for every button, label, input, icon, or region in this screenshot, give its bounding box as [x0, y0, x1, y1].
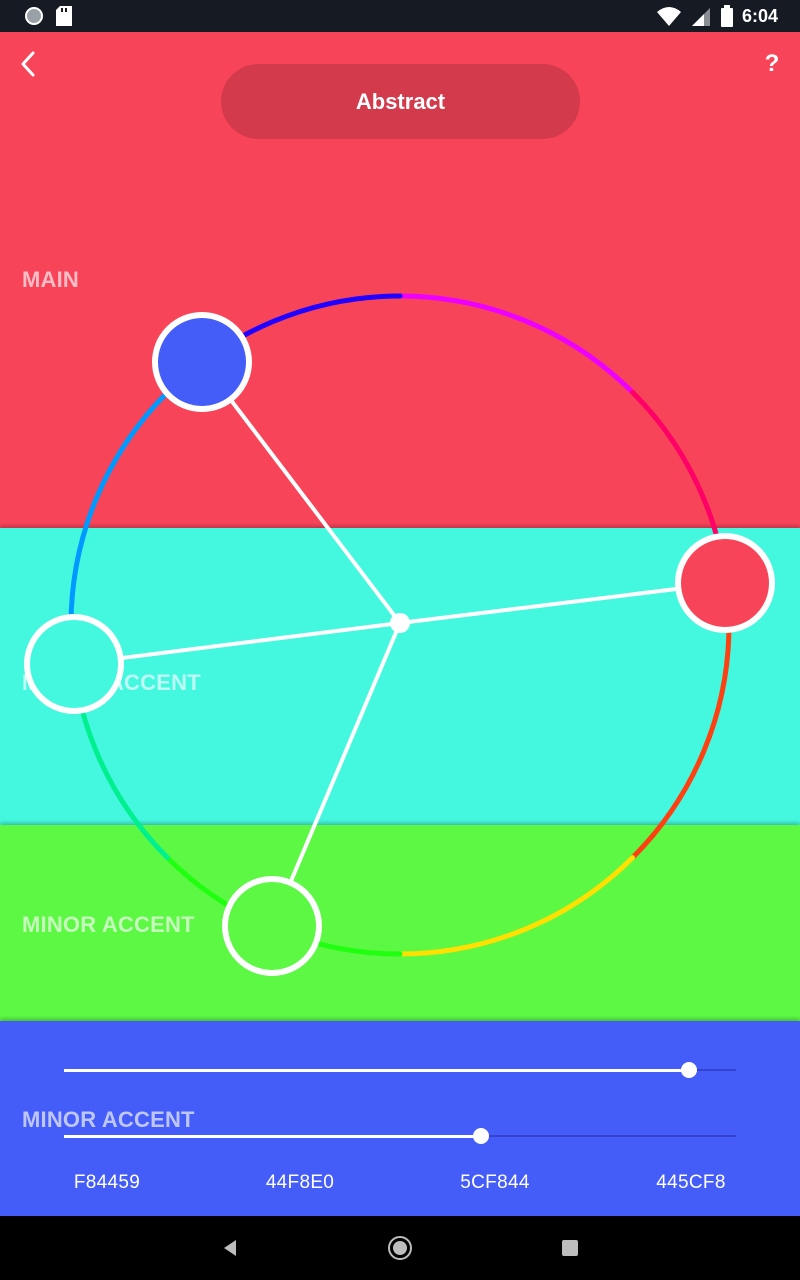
slider-1-thumb[interactable] [680, 1062, 697, 1078]
slider-2-thumb[interactable] [472, 1128, 489, 1144]
palette-title-button[interactable]: Abstract [221, 64, 580, 139]
chevron-left-icon [21, 51, 35, 77]
main-label: MAIN [22, 267, 80, 292]
status-time: 6:04 [741, 6, 778, 26]
battery-icon [720, 5, 733, 27]
nav-recents-button[interactable] [552, 1230, 588, 1266]
color-handle-main[interactable] [675, 533, 775, 633]
cell-signal-icon [691, 8, 710, 26]
status-bar: 6:04 [0, 0, 800, 32]
nav-home-button[interactable] [382, 1230, 418, 1266]
minor-accent-section[interactable]: MINOR ACCENT [0, 825, 800, 1021]
color-handle-minor-accent[interactable] [222, 876, 322, 976]
square-recents-icon [562, 1240, 578, 1256]
slider-2[interactable] [64, 1124, 736, 1148]
hex-code-minor-accent[interactable]: 5CF844 [460, 1172, 530, 1193]
hex-code-row: F84459 44F8E0 5CF844 445CF8 [0, 1172, 800, 1198]
hex-code-major-accent[interactable]: 44F8E0 [265, 1172, 335, 1193]
back-button[interactable] [12, 46, 44, 82]
slider-1[interactable] [64, 1058, 736, 1082]
slider-2-fill [64, 1135, 481, 1138]
color-handle-blue[interactable] [152, 312, 252, 412]
slider-1-fill [64, 1069, 689, 1072]
wifi-icon [656, 7, 681, 26]
notification-dot-icon [25, 7, 43, 25]
hex-code-main[interactable]: F84459 [73, 1172, 141, 1193]
bottom-section-label: MINOR ACCENT [22, 1107, 195, 1132]
color-handle-major-accent[interactable] [24, 614, 124, 714]
triangle-back-icon [224, 1240, 236, 1256]
hex-code-blue[interactable]: 445CF8 [656, 1172, 726, 1193]
nav-back-button[interactable] [212, 1230, 248, 1266]
circle-home-icon [388, 1236, 412, 1260]
help-button[interactable]: ? [764, 50, 780, 77]
minor-accent-label: MINOR ACCENT [22, 912, 195, 937]
system-nav-bar [0, 1216, 800, 1280]
sd-card-icon [56, 6, 72, 26]
bottom-color-section: MINOR ACCENT [0, 1021, 800, 1216]
